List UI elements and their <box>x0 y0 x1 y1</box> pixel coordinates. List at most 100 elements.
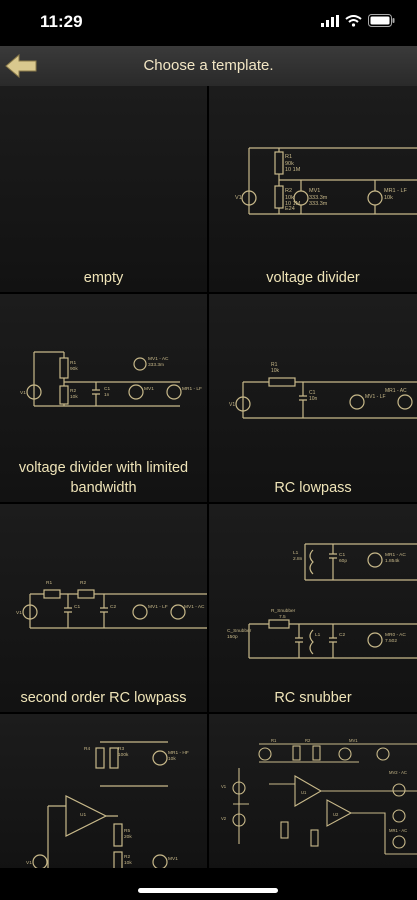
svg-text:R2: R2 <box>305 738 311 743</box>
svg-text:V1: V1 <box>26 860 32 866</box>
svg-text:7.5: 7.5 <box>279 614 286 620</box>
svg-text:V1: V1 <box>20 390 26 396</box>
svg-text:2.8n: 2.8n <box>293 556 303 562</box>
svg-text:MV1 - LF: MV1 - LF <box>365 394 386 400</box>
svg-text:333.3m: 333.3m <box>148 362 164 368</box>
svg-text:10k: 10k <box>70 394 78 400</box>
template-label: empty <box>83 270 124 286</box>
svg-text:90k: 90k <box>285 161 294 167</box>
status-bar: 11:29 <box>0 0 417 46</box>
svg-text:10k: 10k <box>168 756 176 762</box>
svg-text:150p: 150p <box>227 634 238 640</box>
svg-text:R3: R3 <box>118 746 124 752</box>
signal-icon <box>321 14 339 27</box>
svg-text:C2: C2 <box>110 604 116 610</box>
svg-text:MV1: MV1 <box>349 738 358 743</box>
svg-text:E24: E24 <box>285 206 295 212</box>
wifi-icon <box>345 14 362 27</box>
svg-text:C_Snubber: C_Snubber <box>227 628 252 634</box>
svg-text:U1: U1 <box>80 812 86 818</box>
svg-text:V2: V2 <box>221 816 227 821</box>
svg-text:MR1 - LF: MR1 - LF <box>384 188 408 194</box>
svg-text:C1: C1 <box>104 386 110 392</box>
svg-text:R4: R4 <box>84 746 90 752</box>
battery-icon <box>368 14 395 27</box>
svg-text:333.3m: 333.3m <box>309 201 328 207</box>
svg-text:R1: R1 <box>70 360 76 366</box>
svg-text:10 1M: 10 1M <box>285 167 301 173</box>
svg-text:L1: L1 <box>293 550 299 556</box>
svg-text:MV1 - AC: MV1 - AC <box>184 604 205 610</box>
svg-text:U2: U2 <box>333 812 339 817</box>
svg-text:R_Snubber: R_Snubber <box>271 608 296 614</box>
svg-text:10 1M: 10 1M <box>285 201 301 207</box>
back-arrow-icon[interactable] <box>4 52 38 80</box>
svg-text:R2: R2 <box>70 388 76 394</box>
svg-text:MR1 - AC: MR1 - AC <box>385 552 406 558</box>
template-label: RC snubber <box>274 690 352 706</box>
svg-text:MV1 - LF: MV1 - LF <box>148 604 168 610</box>
svg-text:V1: V1 <box>235 195 242 201</box>
svg-text:R2: R2 <box>285 188 292 194</box>
svg-text:1.854k: 1.854k <box>385 558 400 564</box>
svg-text:60p: 60p <box>339 558 347 564</box>
svg-text:MV1: MV1 <box>168 856 178 862</box>
svg-text:R1: R1 <box>271 362 278 368</box>
template-label: second order RC lowpass <box>20 690 187 706</box>
svg-text:V1: V1 <box>16 610 22 616</box>
svg-text:R1: R1 <box>271 738 277 743</box>
svg-text:V1: V1 <box>221 784 227 789</box>
svg-text:MR1 - LF: MR1 - LF <box>182 386 202 392</box>
svg-text:MV1: MV1 <box>309 188 320 194</box>
status-time: 11:29 <box>40 12 83 31</box>
svg-text:7.502: 7.502 <box>385 638 397 644</box>
nav-bar: Choose a template. <box>0 46 417 87</box>
status-icons <box>321 14 395 27</box>
svg-text:R2: R2 <box>124 854 130 860</box>
svg-text:R2: R2 <box>80 580 86 586</box>
svg-text:10n: 10n <box>309 396 318 402</box>
svg-text:MR1 - HF: MR1 - HF <box>168 750 189 756</box>
svg-text:10k: 10k <box>285 195 294 201</box>
svg-text:20k: 20k <box>124 834 132 840</box>
template-label: voltage divider <box>266 270 360 286</box>
template-empty[interactable]: empty <box>0 86 207 292</box>
svg-text:100k: 100k <box>118 752 129 758</box>
svg-text:MV2 - AC: MV2 - AC <box>389 770 407 775</box>
svg-text:C1: C1 <box>309 390 316 396</box>
svg-text:10k: 10k <box>271 368 280 374</box>
page-title: Choose a template. <box>143 57 274 74</box>
svg-text:MV1 - AC: MV1 - AC <box>148 356 169 362</box>
svg-text:10k: 10k <box>124 860 132 866</box>
svg-text:C1: C1 <box>339 552 345 558</box>
home-indicator-area <box>0 868 417 900</box>
svg-text:U1: U1 <box>301 790 307 795</box>
home-indicator[interactable] <box>138 888 278 893</box>
svg-text:R1: R1 <box>285 154 292 160</box>
svg-text:R5: R5 <box>124 828 130 834</box>
svg-text:MR1 - AC: MR1 - AC <box>385 388 407 394</box>
svg-text:1n: 1n <box>104 392 110 398</box>
svg-text:90k: 90k <box>70 366 78 372</box>
svg-text:L1: L1 <box>315 632 321 638</box>
svg-text:333.3m: 333.3m <box>309 195 328 201</box>
svg-text:10k: 10k <box>384 195 393 201</box>
svg-text:MR0 - AC: MR0 - AC <box>385 632 406 638</box>
template-label: RC lowpass <box>274 480 352 496</box>
svg-text:V1: V1 <box>229 402 235 408</box>
svg-text:MR1 - AC: MR1 - AC <box>389 828 407 833</box>
svg-text:MV1: MV1 <box>144 386 154 392</box>
